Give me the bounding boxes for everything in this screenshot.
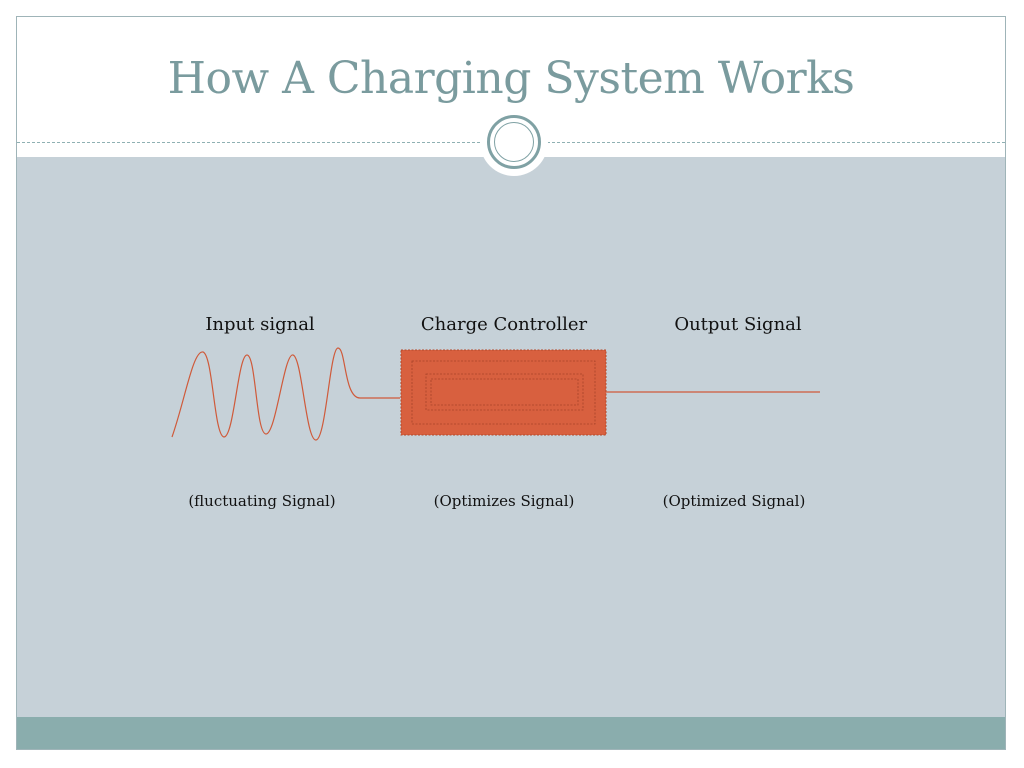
input-signal-label: Input signal [205, 314, 315, 335]
controller-rect-4 [430, 378, 579, 406]
charge-controller-caption: (Optimizes Signal) [433, 492, 575, 510]
input-signal-caption: (fluctuating Signal) [188, 492, 336, 510]
controller-rect-3 [425, 373, 584, 411]
ornament-ring [487, 115, 541, 169]
output-signal-label: Output Signal [674, 314, 802, 335]
footer-bar [17, 717, 1005, 749]
content-panel [17, 157, 1005, 717]
slide-title: How A Charging System Works [167, 53, 855, 104]
circle-ornament-icon [480, 108, 548, 176]
controller-outer-rect [400, 349, 607, 436]
ornament-inner-ring [494, 122, 534, 162]
charge-controller-block [400, 349, 607, 436]
slide: How A Charging System Works [16, 16, 1006, 750]
charge-controller-label: Charge Controller [420, 314, 588, 335]
controller-rect-2 [411, 360, 596, 425]
input-wave [171, 347, 400, 441]
output-signal-caption: (Optimized Signal) [662, 492, 806, 510]
